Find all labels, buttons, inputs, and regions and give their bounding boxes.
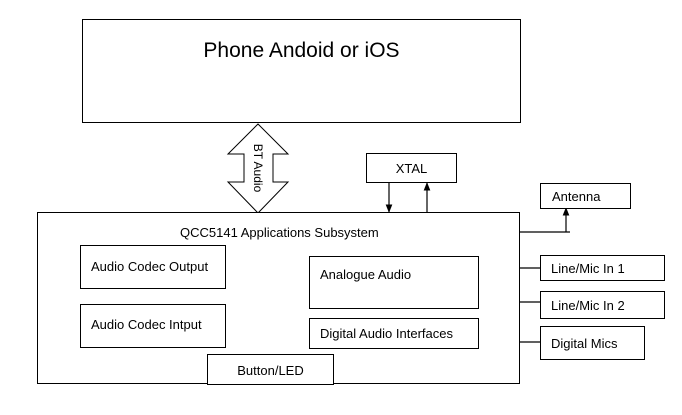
- phone-title: Phone Andoid or iOS: [203, 39, 400, 62]
- xtal-box: XTAL: [366, 153, 457, 183]
- button-led-box: Button/LED: [207, 354, 334, 385]
- antenna-label: Antenna: [552, 189, 601, 204]
- audio-codec-input-box: Audio Codec Intput: [80, 304, 226, 348]
- antenna-box: Antenna: [540, 183, 631, 209]
- digital-audio-interfaces-box: Digital Audio Interfaces: [309, 318, 479, 349]
- audio-codec-input-label: Audio Codec Intput: [91, 317, 202, 332]
- analogue-audio-box: Analogue Audio: [309, 256, 479, 309]
- xtal-label: XTAL: [395, 161, 428, 176]
- subsystem-title: QCC5141 Applications Subsystem: [180, 225, 379, 240]
- phone-box: Phone Andoid or iOS: [82, 19, 521, 123]
- digital-mics-label: Digital Mics: [551, 336, 618, 351]
- button-led-label: Button/LED: [237, 363, 304, 378]
- analogue-audio-label: Analogue Audio: [320, 267, 412, 282]
- line-mic-in-2-label: Line/Mic In 2: [551, 298, 625, 313]
- line-mic-in-2-box: Line/Mic In 2: [540, 291, 665, 319]
- audio-codec-output-box: Audio Codec Output: [80, 245, 226, 289]
- bt-audio-label: BT Audio: [251, 143, 265, 193]
- line-mic-in-1-label: Line/Mic In 1: [551, 261, 625, 276]
- line-mic-in-1-box: Line/Mic In 1: [540, 255, 665, 281]
- audio-codec-output-label: Audio Codec Output: [91, 259, 209, 274]
- digital-mics-box: Digital Mics: [540, 326, 645, 360]
- digital-audio-interfaces-label: Digital Audio Interfaces: [320, 326, 453, 341]
